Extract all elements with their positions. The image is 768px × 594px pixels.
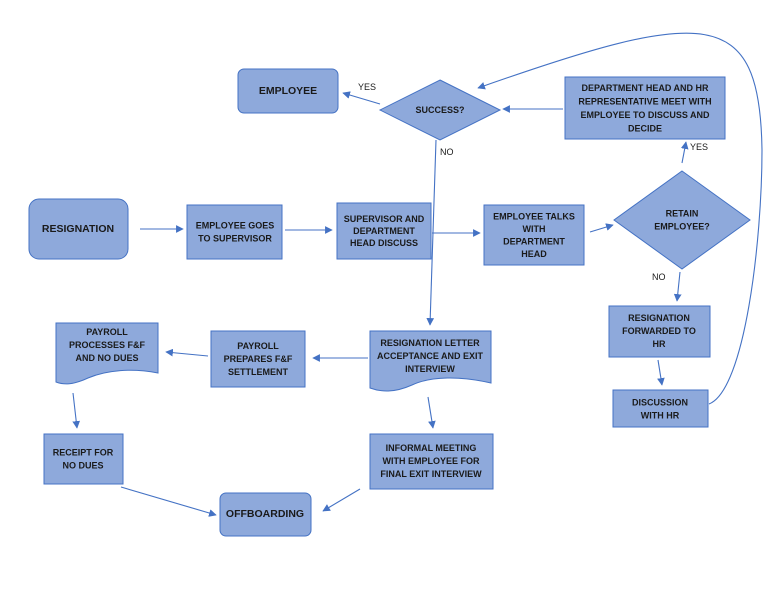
label-line: DISCUSSION [632,398,688,408]
edge-receipt-to-offboarding [120,486,217,517]
node-employee-goes [186,204,283,260]
node-receipt [43,433,124,485]
node-offboarding [219,492,312,537]
label-line: INTERVIEW [405,364,455,374]
label-line: INFORMAL MEETING [386,443,477,453]
edge-acceptance-to-informal [427,396,436,429]
label-line: PROCESSES F&F [69,340,146,350]
label-discussion: DISCUSSION WITH HR [632,398,688,421]
label-line: EMPLOYEE TALKS [493,211,575,221]
label-line: WITH EMPLOYEE FOR [382,456,480,466]
label-line: FORWARDED TO [622,326,696,336]
node-resignation [28,198,129,260]
edge-retain-no-to-forwarded [673,271,682,302]
edge-label-yes-success: YES [358,82,376,92]
label-line: EMPLOYEE TO DISCUSS AND [580,110,710,120]
node-employee [237,68,339,114]
label-receipt: RECEIPT FOR NO DUES [53,448,114,471]
label-line: SUPERVISOR AND [344,214,425,224]
label-informal: INFORMAL MEETING WITH EMPLOYEE FOR FINAL E… [380,443,482,479]
label-line: OFFBOARDING [226,508,304,520]
label-line: RETAIN [666,209,699,219]
label-line: DEPARTMENT [353,226,415,236]
label-line: WITH [523,224,546,234]
node-forwarded [608,305,711,358]
node-retain [613,170,751,270]
label-line: DEPARTMENT [503,236,565,246]
edge-forwarded-to-discussion [657,359,665,386]
label-line: EMPLOYEE [259,85,317,97]
label-acceptance: RESIGNATION LETTER ACCEPTANCE AND EXIT INT… [377,338,484,374]
label-line: HEAD DISCUSS [350,238,418,248]
edge-label-no-success: NO [440,147,454,157]
edge-discussion-loop-to-success [477,32,763,405]
edge-label-no-retain: NO [652,272,666,282]
label-line: PAYROLL [86,327,128,337]
node-acceptance [369,330,492,392]
edges [72,32,763,517]
label-forwarded: RESIGNATION FORWARDED TO HR [622,313,696,349]
label-line: SUCCESS? [415,105,464,115]
edge-label-yes-retain: YES [690,142,708,152]
label-line: REPRESENTATIVE MEET WITH [578,96,711,106]
label-line: SETTLEMENT [228,367,289,377]
label-line: AND NO DUES [75,353,138,363]
label-line: FINAL EXIT INTERVIEW [380,469,482,479]
label-line: NO DUES [62,461,103,471]
edge-payroll-prepares-to-processes [165,348,209,357]
label-line: PAYROLL [237,341,279,351]
label-line: DECIDE [628,123,662,133]
label-supervisor-discuss: SUPERVISOR AND DEPARTMENT HEAD DISCUSS [344,214,425,248]
label-employee: EMPLOYEE [259,85,317,97]
node-discussion [612,389,709,428]
label-line: RECEIPT FOR [53,448,114,458]
nodes [28,68,751,537]
label-line: DEPARTMENT HEAD AND HR [582,83,709,93]
label-success: SUCCESS? [415,105,464,115]
label-employee-goes: EMPLOYEE GOES TO SUPERVISOR [196,221,275,244]
label-line: PREPARES F&F [224,354,293,364]
label-payroll-processes: PAYROLL PROCESSES F&F AND NO DUES [69,327,146,363]
label-line: RESIGNATION [628,313,690,323]
label-dept-head-hr: DEPARTMENT HEAD AND HR REPRESENTATIVE MEE… [578,83,711,134]
node-payroll-prepares [210,330,306,388]
label-line: HR [653,339,666,349]
label-employee-talks: EMPLOYEE TALKS WITH DEPARTMENT HEAD [493,211,575,259]
edge-employee-talks-to-retain [589,223,614,233]
label-retain: RETAIN EMPLOYEE? [654,209,710,232]
node-success [378,79,502,141]
label-line: HEAD [521,249,547,259]
edge-payroll-processes-to-receipt [72,392,81,429]
edge-informal-to-offboarding [322,488,361,512]
node-employee-talks [483,204,585,266]
label-resignation: RESIGNATION [42,223,114,235]
label-line: TO SUPERVISOR [198,234,272,244]
label-payroll-prepares: PAYROLL PREPARES F&F SETTLEMENT [224,341,293,377]
node-dept-head-hr [564,76,726,140]
edge-success-no-to-acceptance [426,139,437,326]
label-line: WITH HR [641,411,680,421]
node-payroll-processes [55,322,159,385]
edge-retain-yes-to-dept-head [680,141,689,164]
label-line: RESIGNATION LETTER [380,338,480,348]
node-supervisor-discuss [336,202,432,260]
label-line: RESIGNATION [42,223,114,235]
edge-success-yes-to-employee [342,91,381,105]
label-line: EMPLOYEE GOES [196,221,275,231]
label-offboarding: OFFBOARDING [226,508,304,520]
label-line: ACCEPTANCE AND EXIT [377,351,484,361]
label-line: EMPLOYEE? [654,222,710,232]
node-informal [369,433,494,490]
